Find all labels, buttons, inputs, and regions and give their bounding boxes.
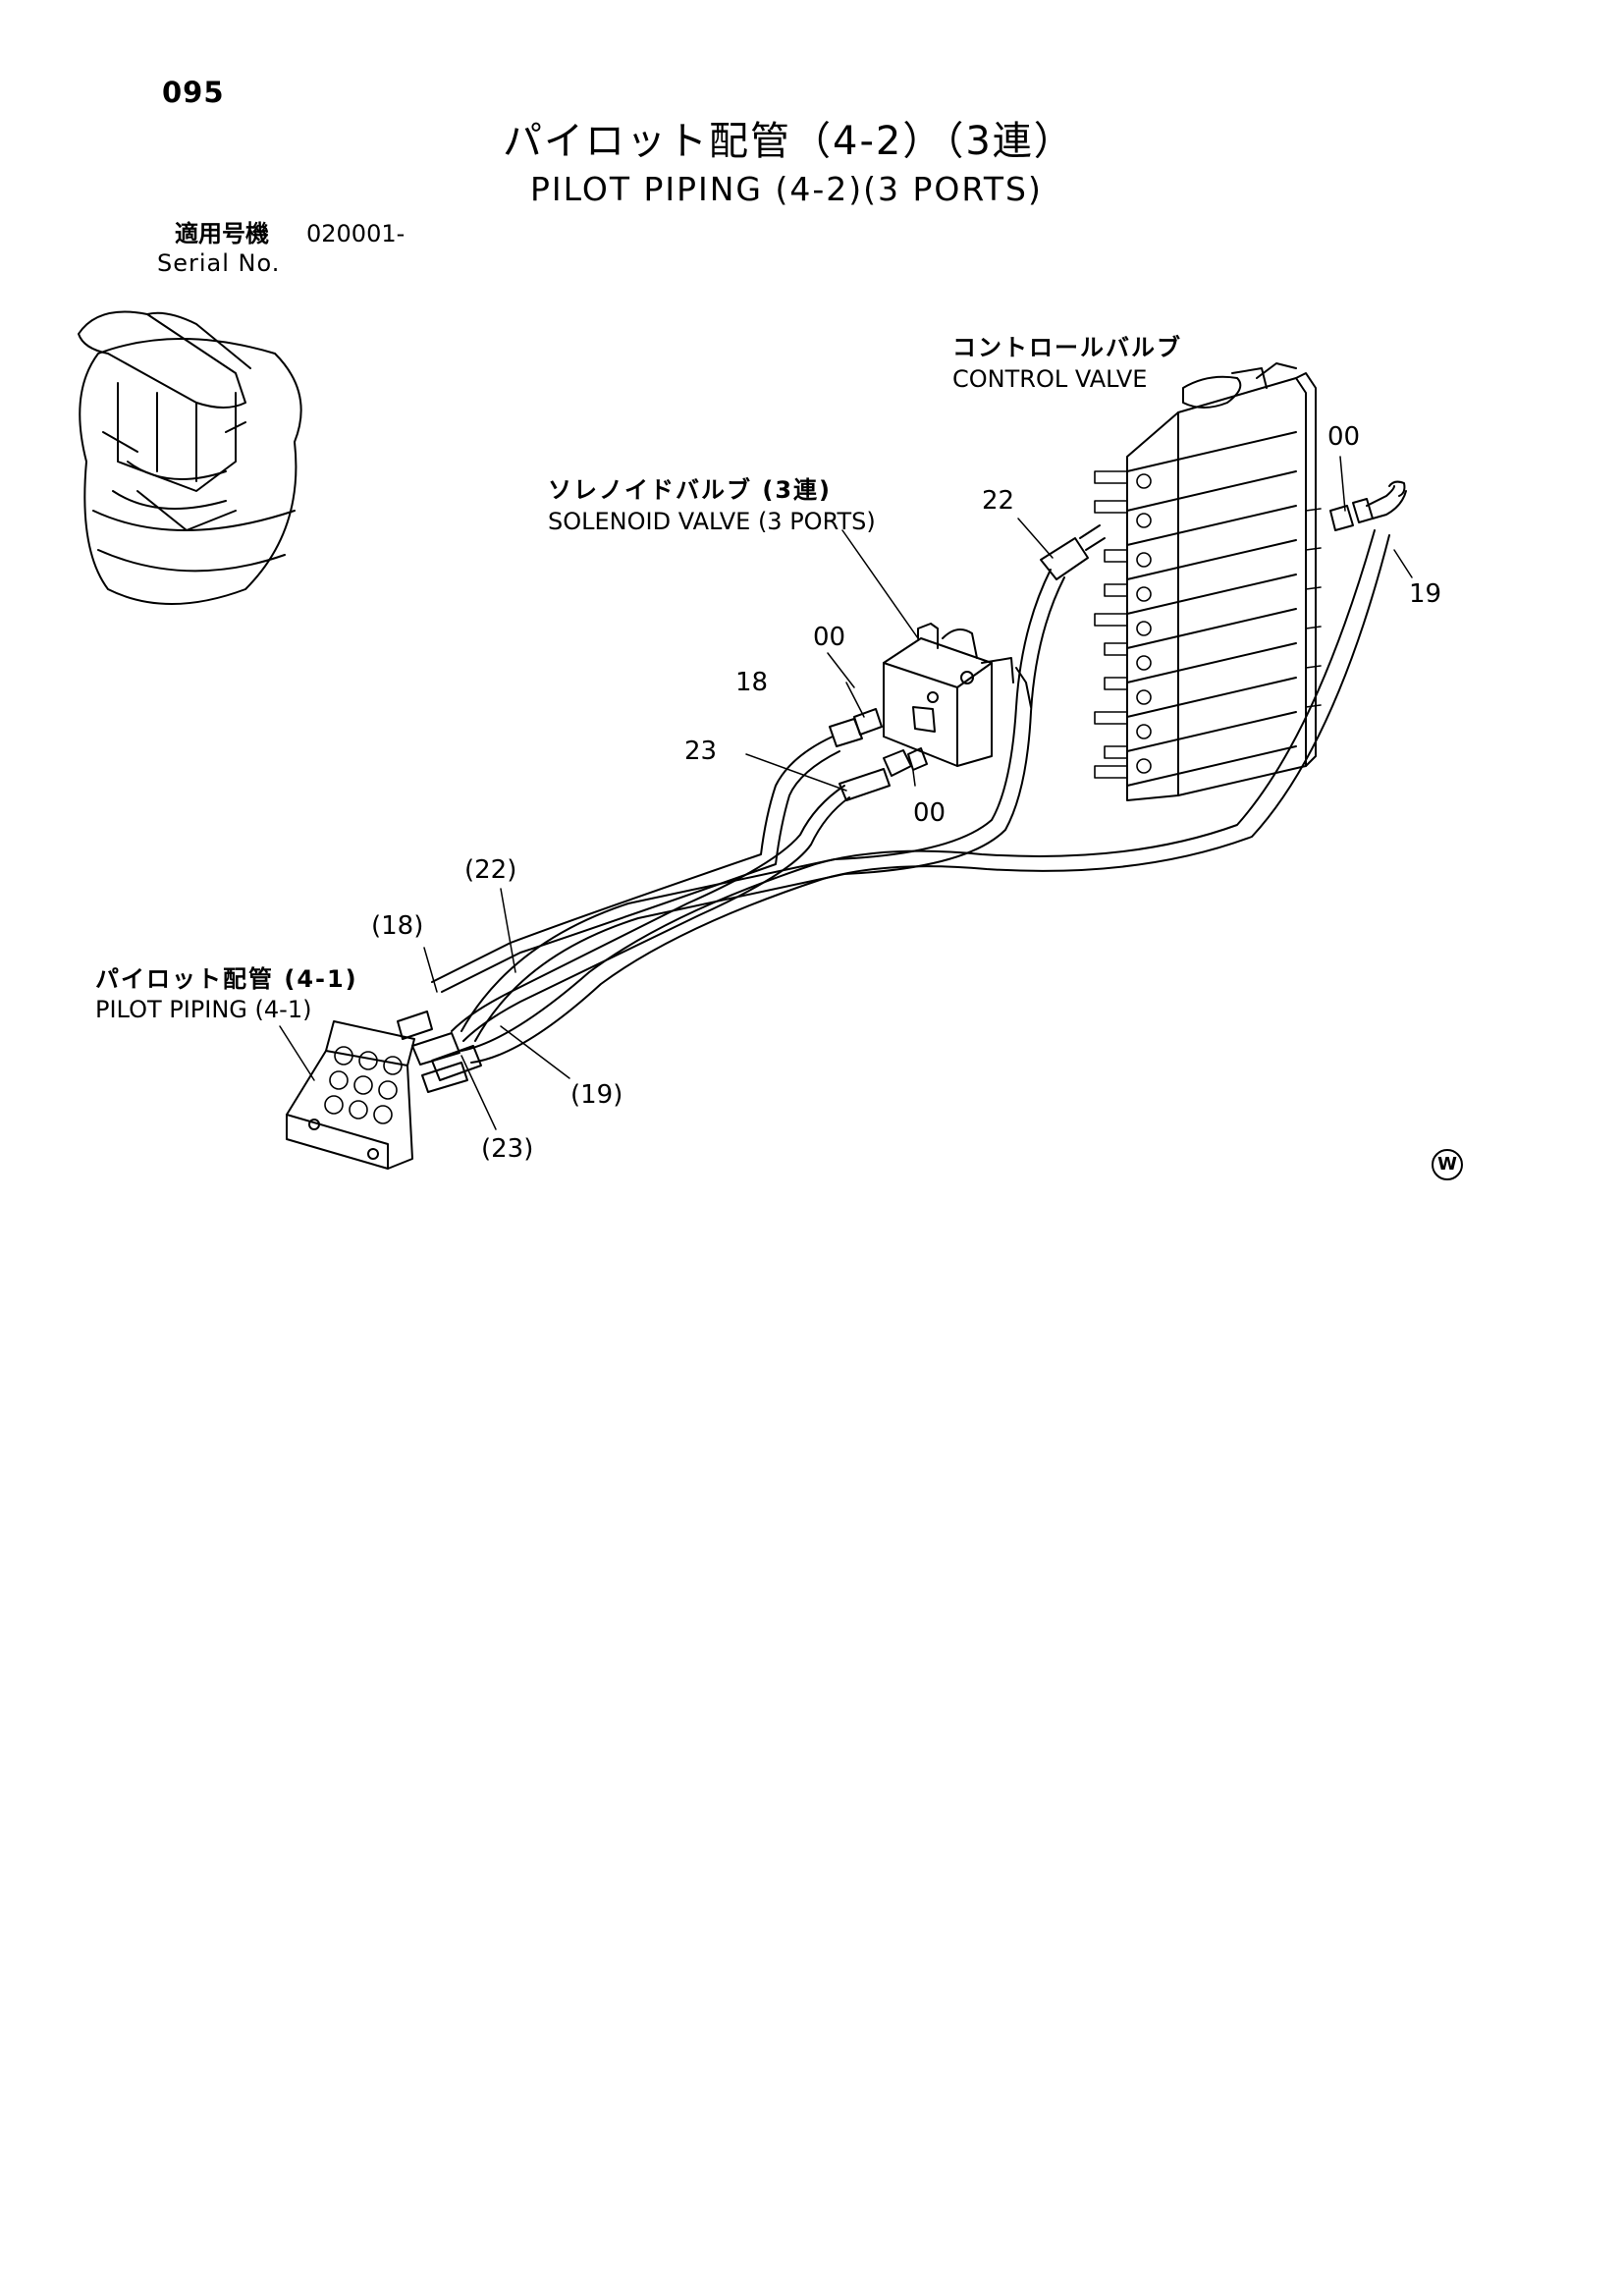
callout-23-reference: (23) — [481, 1134, 534, 1164]
callout-18-reference: (18) — [371, 911, 424, 941]
control-valve-label-english: CONTROL VALVE — [952, 365, 1148, 393]
callout-00-solenoid-top: 00 — [813, 623, 846, 652]
callout-00-solenoid-bottom: 00 — [913, 798, 947, 828]
callout-22-reference: (22) — [464, 855, 517, 885]
callout-18: 18 — [735, 668, 769, 697]
callout-22: 22 — [982, 486, 1015, 516]
serial-number-value: 020001- — [306, 220, 406, 247]
pilot-piping-manifold — [286, 1011, 482, 1170]
pilot-piping-label-english: PILOT PIPING (4-1) — [95, 996, 312, 1023]
callout-19-reference: (19) — [570, 1080, 623, 1110]
control-valve-fittings — [1329, 480, 1407, 531]
callout-23: 23 — [684, 737, 718, 766]
solenoid-valve-fittings — [829, 708, 928, 801]
page-number: 095 — [162, 76, 225, 109]
serial-label-english: Serial No. — [157, 249, 281, 277]
callout-00-control-valve: 00 — [1327, 422, 1361, 452]
leader-lines — [279, 456, 1413, 1130]
machine-thumbnail — [78, 310, 302, 605]
hose-lines — [431, 524, 1390, 1064]
solenoid-valve-label-english: SOLENOID VALVE (3 PORTS) — [548, 508, 876, 535]
callout-19: 19 — [1409, 579, 1442, 609]
pilot-piping-label-japanese: パイロット配管 (4-1) — [95, 965, 358, 993]
solenoid-valve-label-japanese: ソレノイドバルブ (3連) — [548, 476, 832, 504]
solenoid-valve-drawing — [883, 623, 1032, 767]
serial-label-japanese: 適用号機 — [175, 220, 269, 247]
title-japanese: パイロット配管（4-2）（3連） — [503, 119, 1075, 164]
corner-mark-w: W — [1432, 1149, 1463, 1180]
control-valve-label-japanese: コントロールバルブ — [952, 334, 1182, 361]
control-valve-drawing — [1094, 362, 1322, 801]
title-english: PILOT PIPING (4-2)(3 PORTS) — [530, 170, 1043, 208]
